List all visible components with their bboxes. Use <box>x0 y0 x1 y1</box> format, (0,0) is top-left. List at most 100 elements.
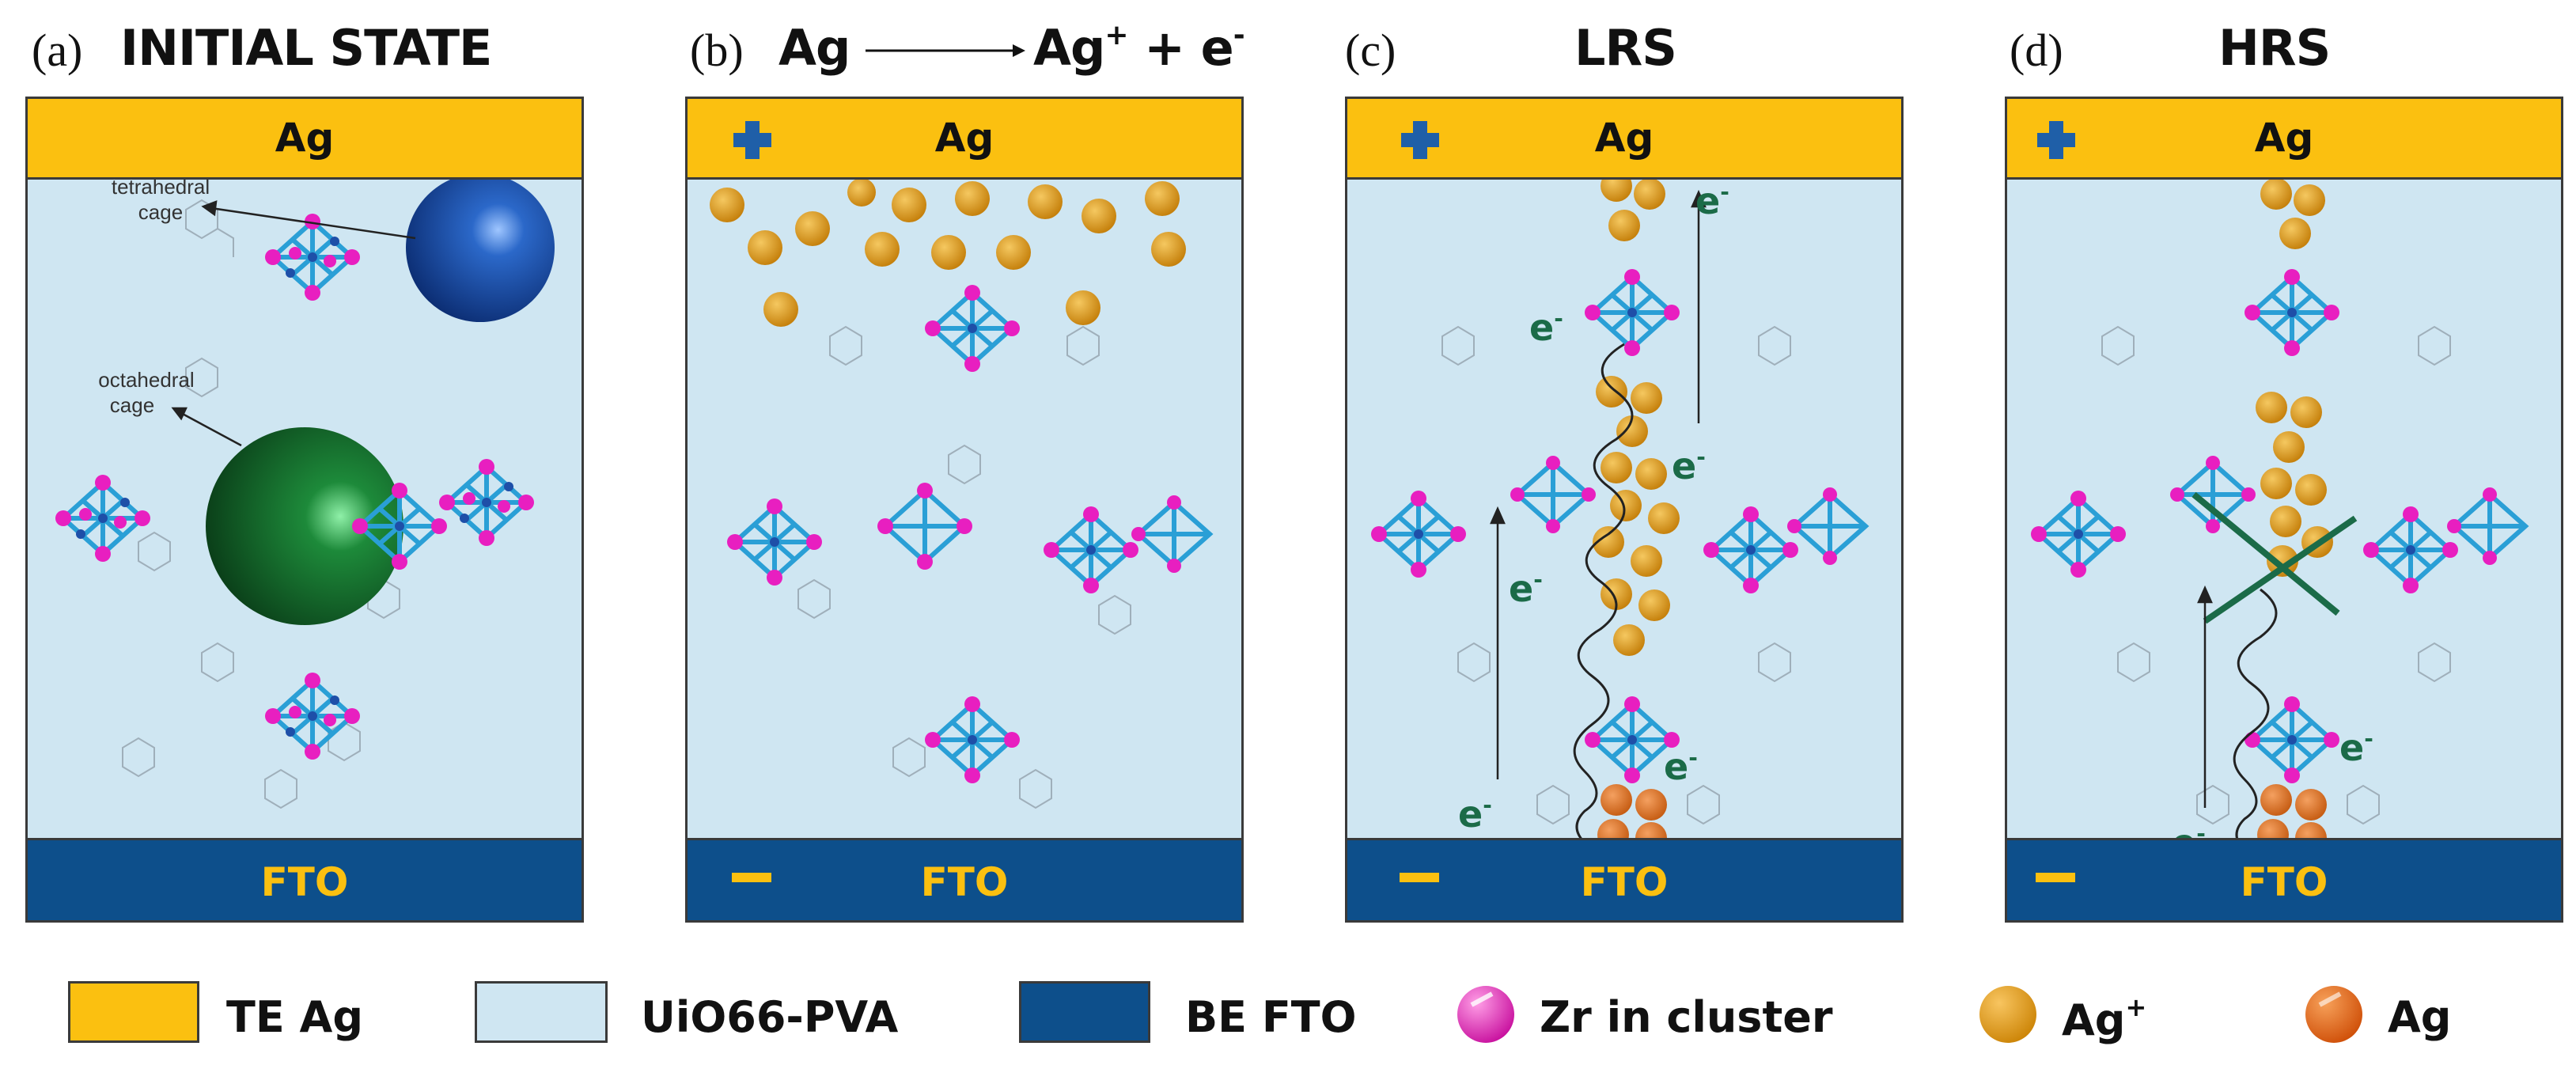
electron-label: e- <box>1458 792 1492 836</box>
legend-ag-ion-charge: + <box>2125 992 2147 1022</box>
zr-cluster <box>1044 506 1138 593</box>
octahedral-cage-sphere <box>206 427 403 625</box>
electron-arrows <box>1490 189 1707 779</box>
zr-cluster <box>2170 456 2256 533</box>
zr-cluster <box>1510 456 1596 533</box>
electron-arrows <box>2197 585 2213 808</box>
zr-cluster <box>352 483 447 570</box>
zr-cluster <box>265 673 360 760</box>
legend-swatch-uio66-pva <box>475 981 608 1043</box>
plus-sign-icon <box>2037 121 2075 159</box>
bottom-electrode-label: FTO <box>920 859 1009 905</box>
top-electrode-ag: Ag <box>2007 99 2561 180</box>
panel-b-oxidation: Ag FTO <box>685 97 1244 923</box>
top-electrode-ag: Ag <box>1347 99 1901 180</box>
panel-d-title: HRS <box>2218 19 2331 77</box>
minus-sign-icon <box>1400 873 1439 882</box>
reaction-arrow <box>866 44 1025 57</box>
bottom-electrode-fto: FTO <box>2007 838 2561 920</box>
zr-cluster <box>1787 487 1869 565</box>
panel-a-title: INITIAL STATE <box>120 19 492 77</box>
electron-label: e- <box>1509 567 1543 610</box>
zr-cluster <box>2031 491 2126 578</box>
electron-label: e- <box>1664 745 1698 788</box>
bottom-electrode-fto: FTO <box>688 838 1241 920</box>
bottom-electrode-label: FTO <box>260 859 349 905</box>
legend-swatch-be-fto <box>1019 981 1150 1043</box>
panel-b-heading: (b) Ag Ag+ + e- <box>690 17 1291 81</box>
mof-linkers <box>2101 325 2451 825</box>
panel-a-letter: (a) <box>32 25 83 76</box>
panel-c-lrs: e- e- e- e- e- e- Ag FTO <box>1345 97 1904 923</box>
octahedral-label-line2: cage <box>110 393 154 417</box>
panel-b-letter: (b) <box>690 25 744 76</box>
ag-ion-ball-icon <box>1979 986 2036 1043</box>
electron-hop-path <box>1573 343 1634 844</box>
filament-rupture-cross <box>2191 491 2358 624</box>
electron-labels: e- e- e- e- e- e- <box>1458 179 1729 836</box>
minus-sign-icon <box>2036 873 2075 882</box>
legend-label-te-ag: TE Ag <box>226 992 363 1042</box>
zr-cluster <box>727 498 822 586</box>
zr-cluster <box>2245 269 2339 356</box>
legend-swatch-te-ag <box>68 981 199 1043</box>
zr-cluster <box>1371 491 1466 578</box>
octahedral-label-line1: octahedral <box>98 368 194 392</box>
top-electrode-ag: Ag <box>28 99 581 180</box>
panel-d-scene: e- e- <box>2031 178 2529 864</box>
bottom-electrode-label: FTO <box>2240 859 2328 905</box>
zr-cluster <box>2447 487 2529 565</box>
legend-label-ag-atom: Ag <box>2388 992 2452 1042</box>
top-electrode-label: Ag <box>934 115 994 161</box>
zr-cluster <box>265 214 360 301</box>
panel-b-scene <box>710 178 1214 809</box>
minus-sign-icon <box>732 873 771 882</box>
ag-atom-ball-icon <box>2305 986 2362 1043</box>
ag-filament <box>1593 170 1680 656</box>
panel-c-heading: (c) LRS <box>1345 17 1915 81</box>
panel-c-letter: (c) <box>1345 25 1396 76</box>
zr-cluster <box>2363 506 2458 593</box>
reaction-product-electron: + e <box>1127 19 1234 77</box>
reaction-product-ag: Ag <box>1033 19 1105 77</box>
panel-a-heading: (a) INITIAL STATE <box>32 17 601 81</box>
ag-filament-ruptured <box>2256 178 2333 577</box>
zr-cluster <box>877 483 972 570</box>
legend-label-ag-ion: Ag+ <box>2062 992 2146 1045</box>
bottom-electrode-label: FTO <box>1580 859 1669 905</box>
electron-label: e- <box>2339 726 2373 769</box>
legend-label-zr: Zr in cluster <box>1540 992 1833 1042</box>
zr-cluster <box>55 475 150 562</box>
ag-ion-cloud <box>710 178 1186 327</box>
top-electrode-ag: Ag <box>688 99 1241 180</box>
zr-cluster <box>1585 269 1680 356</box>
reaction-electron-charge: - <box>1233 19 1245 51</box>
bottom-electrode-fto: FTO <box>28 838 581 920</box>
electron-label: e- <box>1672 444 1706 487</box>
top-electrode-label: Ag <box>2254 115 2314 161</box>
panel-b-title-left: Ag <box>778 19 850 77</box>
top-electrode-label: Ag <box>275 115 335 161</box>
zr-cluster <box>439 459 534 546</box>
plus-sign-icon <box>733 121 771 159</box>
tetrahedral-cage-sphere <box>406 173 555 322</box>
electron-label: e- <box>1529 305 1563 349</box>
electron-label: e- <box>1695 179 1729 222</box>
panel-d-hrs: e- e- Ag FTO <box>2005 97 2563 923</box>
tetrahedral-label-line2: cage <box>138 200 183 224</box>
plus-sign-icon <box>1401 121 1439 159</box>
panel-d-letter: (d) <box>2010 25 2063 76</box>
mof-linkers <box>797 325 1131 809</box>
zr-cluster <box>925 696 1020 783</box>
zr-cluster <box>1585 696 1680 783</box>
zr-ball-icon <box>1457 986 1514 1043</box>
zr-cluster <box>925 285 1020 372</box>
zr-cluster <box>1703 506 1798 593</box>
cage-pointer-arrows <box>171 200 416 447</box>
zr-cluster <box>1131 495 1214 573</box>
zr-cluster <box>2245 696 2339 783</box>
